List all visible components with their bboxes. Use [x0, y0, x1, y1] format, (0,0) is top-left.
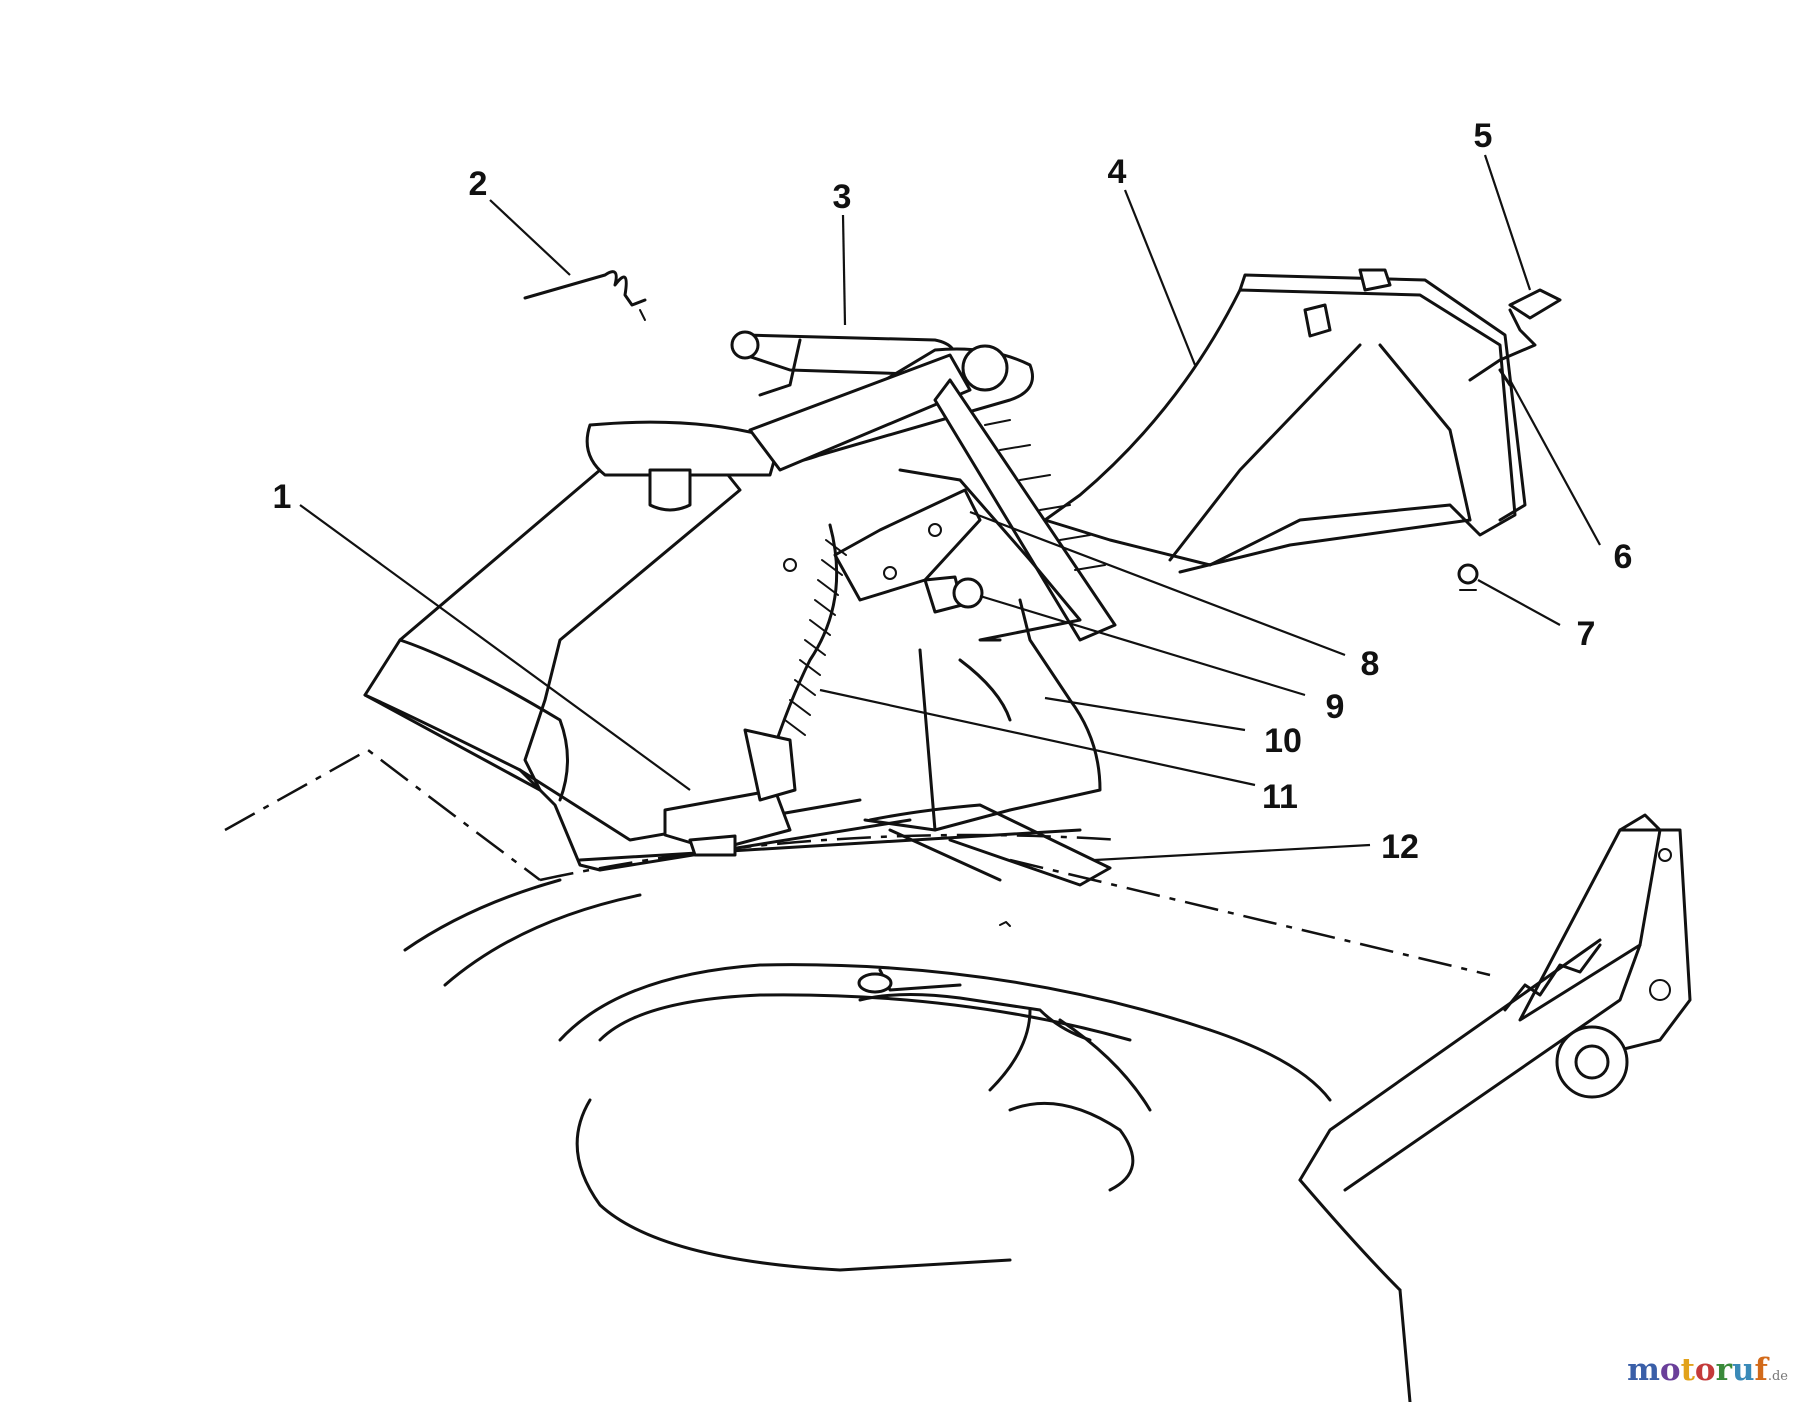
leader-4: [1123, 189, 1197, 366]
watermark-letter: t: [1680, 1352, 1695, 1388]
small-parts: [523, 270, 1562, 614]
callout-6: 6: [1614, 538, 1633, 576]
watermark-tld: .de: [1767, 1369, 1788, 1384]
leader-7: [1477, 579, 1561, 626]
leader-8: [969, 510, 1346, 657]
callout-8: 8: [1361, 645, 1380, 683]
callout-12: 12: [1381, 828, 1419, 866]
callout-9: 9: [1326, 688, 1345, 726]
callout-11: 11: [1262, 778, 1298, 816]
callout-labels: 1 2 3 4 5 6 7 8 9 10 11 12: [273, 117, 1633, 866]
callout-3: 3: [833, 178, 852, 216]
leader-5: [1483, 154, 1532, 291]
handle-bracket: [585, 330, 1117, 642]
watermark-letter: o: [1694, 1352, 1716, 1388]
leader-9: [979, 594, 1306, 697]
leader-3: [841, 214, 847, 326]
leader-12: [1094, 843, 1371, 862]
watermark-letter: m: [1627, 1352, 1660, 1388]
chute-base: [578, 803, 1112, 887]
callout-7: 7: [1577, 615, 1596, 653]
grass-bag-cover: [1043, 268, 1527, 574]
motoruf-watermark-logo: motoruf.de: [1627, 1352, 1788, 1388]
leader-10: [1044, 696, 1246, 732]
leader-11: [819, 688, 1256, 787]
watermark-letter: f: [1754, 1352, 1768, 1388]
callout-1: 1: [273, 478, 292, 516]
mower-deck: [224, 748, 1692, 1402]
deflector-housing: [363, 453, 912, 872]
callout-2: 2: [469, 165, 488, 203]
leader-lines: [299, 154, 1601, 862]
leader-6: [1509, 379, 1601, 546]
watermark-letter: r: [1715, 1352, 1732, 1388]
callout-10: 10: [1264, 722, 1302, 760]
leader-2: [489, 199, 571, 276]
callout-4: 4: [1108, 153, 1127, 191]
watermark-letter: o: [1659, 1352, 1681, 1388]
leader-1: [299, 504, 691, 791]
torsion-spring: [663, 523, 1102, 857]
watermark-letter: u: [1731, 1352, 1755, 1388]
watermark-letters: motoruf: [1627, 1352, 1768, 1388]
callout-5: 5: [1474, 117, 1493, 155]
